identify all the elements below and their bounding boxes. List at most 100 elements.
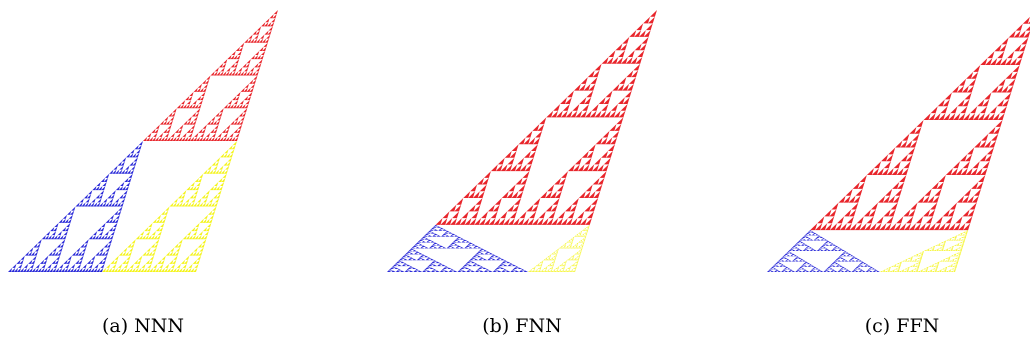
yellow-subtriangle (897, 266, 901, 269)
blue-subtriangle (795, 260, 799, 262)
red-subtriangle (205, 132, 211, 137)
yellow-subtriangle (158, 218, 163, 223)
yellow-subtriangle (198, 202, 204, 207)
yellow-subtriangle (541, 260, 544, 262)
yellow-subtriangle (965, 230, 969, 232)
yellow-subtriangle (182, 190, 187, 195)
blue-subtriangle (455, 238, 461, 240)
blue-subtriangle (393, 264, 398, 267)
red-subtriangle (243, 108, 248, 113)
blue-subtriangle (500, 267, 505, 270)
yellow-subtriangle (951, 258, 955, 261)
blue-subtriangle (19, 259, 24, 264)
yellow-subtriangle (188, 263, 193, 268)
red-subtriangle (172, 108, 177, 113)
red-subtriangle (973, 188, 982, 196)
yellow-subtriangle (563, 245, 566, 247)
red-subtriangle (998, 78, 1006, 86)
red-subtriangle (1025, 26, 1030, 31)
red-subtriangle (1008, 78, 1016, 86)
yellow-subtriangle (568, 269, 571, 271)
yellow-subtriangle (219, 181, 225, 187)
blue-subtriangle (52, 247, 57, 252)
yellow-subtriangle (570, 255, 573, 258)
red-subtriangle (622, 36, 630, 44)
blue-subtriangle (134, 153, 140, 158)
blue-subtriangle (780, 264, 785, 266)
yellow-subtriangle (916, 266, 920, 269)
yellow-subtriangle (919, 254, 923, 257)
blue-subtriangle (72, 267, 77, 272)
blue-subtriangle (823, 249, 828, 252)
blue-subtriangle (819, 236, 824, 238)
yellow-subtriangle (932, 245, 935, 248)
blue-subtriangle (809, 239, 814, 241)
blue-subtriangle (48, 251, 53, 256)
yellow-subtriangle (957, 234, 960, 236)
red-subtriangle (531, 204, 539, 212)
red-subtriangle (965, 168, 973, 176)
blue-subtriangle (472, 246, 478, 249)
blue-subtriangle (824, 269, 829, 271)
red-subtriangle (456, 197, 464, 205)
blue-subtriangle (40, 267, 45, 272)
blue-subtriangle (790, 254, 794, 257)
yellow-subtriangle (933, 249, 937, 252)
yellow-subtriangle (955, 261, 959, 263)
yellow-subtriangle (585, 232, 588, 234)
blue-subtriangle (840, 268, 844, 270)
blue-subtriangle (826, 270, 831, 272)
red-subtriangle (244, 67, 249, 72)
red-subtriangle (567, 90, 574, 98)
blue-subtriangle (118, 169, 123, 174)
yellow-subtriangle (947, 265, 950, 267)
blue-subtriangle (464, 267, 470, 270)
red-subtriangle (611, 56, 619, 64)
yellow-subtriangle (954, 257, 958, 259)
red-subtriangle (625, 56, 633, 64)
red-subtriangle (517, 157, 525, 165)
blue-subtriangle (809, 249, 814, 252)
blue-subtriangle (81, 247, 87, 252)
blue-subtriangle (842, 252, 846, 254)
blue-subtriangle (783, 254, 787, 257)
blue-subtriangle (41, 235, 46, 240)
red-subtriangle (617, 83, 625, 91)
blue-subtriangle (807, 231, 812, 233)
red-subtriangle (599, 171, 607, 178)
blue-subtriangle (84, 239, 89, 244)
red-subtriangle (526, 157, 534, 165)
yellow-subtriangle (157, 231, 162, 236)
yellow-subtriangle (548, 257, 551, 259)
blue-subtriangle (425, 258, 430, 261)
yellow-subtriangle (133, 259, 139, 264)
yellow-subtriangle (914, 265, 918, 267)
yellow-subtriangle (198, 231, 203, 236)
blue-subtriangle (512, 264, 517, 267)
red-subtriangle (637, 50, 645, 57)
yellow-subtriangle (936, 262, 940, 265)
yellow-subtriangle (122, 259, 127, 264)
blue-subtriangle (406, 251, 412, 253)
yellow-subtriangle (193, 190, 199, 195)
red-subtriangle (982, 99, 990, 107)
yellow-subtriangle (196, 181, 201, 187)
blue-subtriangle (421, 236, 427, 239)
blue-subtriangle (30, 251, 35, 256)
blue-subtriangle (503, 260, 508, 262)
yellow-subtriangle (128, 247, 134, 252)
red-subtriangle (584, 110, 592, 118)
yellow-subtriangle (200, 235, 205, 240)
red-subtriangle (636, 23, 644, 31)
blue-subtriangle (58, 247, 63, 252)
red-subtriangle (1027, 21, 1030, 24)
red-subtriangle (200, 132, 205, 137)
yellow-subtriangle (226, 161, 231, 166)
yellow-subtriangle (197, 235, 202, 240)
yellow-subtriangle (960, 239, 963, 241)
yellow-subtriangle (150, 243, 156, 248)
yellow-subtriangle (528, 270, 530, 272)
red-subtriangle (883, 161, 891, 169)
red-subtriangle (215, 112, 220, 117)
yellow-subtriangle (223, 153, 228, 158)
